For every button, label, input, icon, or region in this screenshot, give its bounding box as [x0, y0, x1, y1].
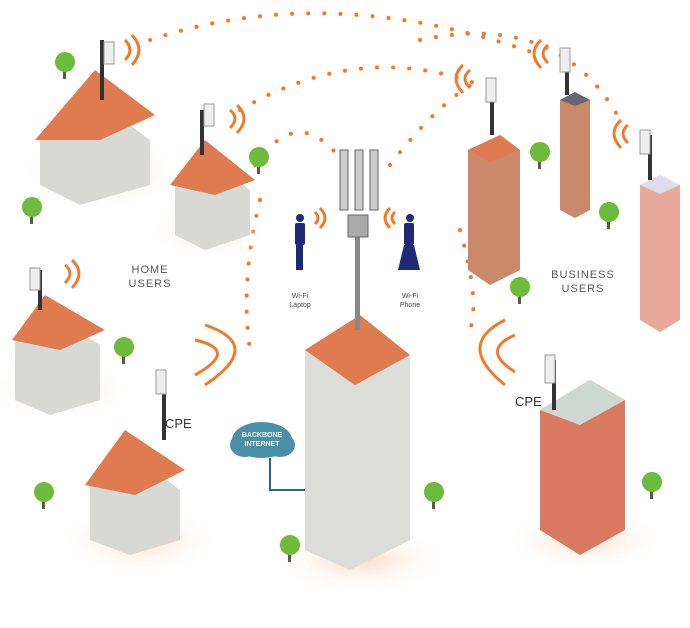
cpe-left-label: CPE [165, 416, 192, 431]
office-tower-1 [468, 77, 520, 285]
central-base-station-building [305, 149, 410, 570]
wifi-phone-user [398, 214, 420, 270]
cpe-right-label: CPE [515, 394, 542, 409]
office-tower-2 [559, 47, 590, 218]
wifi-laptop-line2: Laptop [289, 302, 311, 309]
backbone-internet-label: BACKBONE INTERNET [236, 431, 288, 449]
backbone-line1: BACKBONE [241, 432, 283, 439]
office-tower-3 [639, 129, 680, 332]
wifi-phone-line1: Wi-Fi [401, 293, 419, 300]
backbone-line2: INTERNET [244, 441, 280, 448]
home-users-line1: HOME [131, 264, 169, 276]
business-users-label: BUSINESS USERS [548, 268, 618, 296]
house-bottom-left [85, 369, 185, 555]
house-middle-left [12, 267, 105, 415]
wifi-laptop-line1: Wi-Fi [291, 293, 309, 300]
wifi-phone-label: Wi-Fi Phone [390, 292, 430, 310]
business-users-line2: USERS [561, 283, 605, 295]
signal-arcs [63, 33, 630, 387]
house-top-left [35, 40, 155, 205]
backbone-cloud [230, 422, 295, 458]
business-users-line1: BUSINESS [551, 269, 615, 281]
wifi-laptop-user [295, 214, 305, 270]
wifi-laptop-label: Wi-Fi Laptop [280, 292, 320, 310]
home-users-label: HOME USERS [120, 263, 180, 291]
wifi-phone-line2: Phone [399, 302, 421, 309]
backbone-link [269, 458, 305, 491]
house-top-middle [170, 103, 255, 250]
trees [22, 52, 662, 562]
office-complex [540, 354, 625, 555]
home-users-line2: USERS [128, 278, 172, 290]
